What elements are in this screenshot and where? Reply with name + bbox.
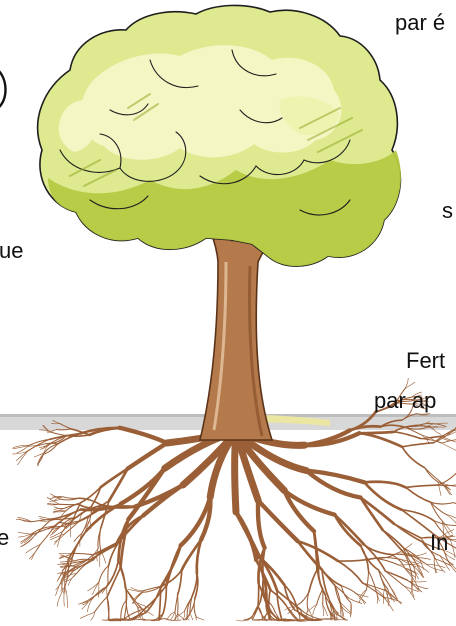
root-segment	[431, 502, 454, 504]
root-segment	[128, 443, 167, 469]
root-segment	[406, 488, 431, 503]
root-segment	[394, 524, 421, 538]
root-segment	[197, 617, 204, 620]
root-segment	[402, 447, 425, 468]
label-fert-line2: par ap	[374, 388, 436, 413]
root-segment	[338, 561, 363, 583]
root-segment	[175, 595, 178, 612]
root-segment	[391, 554, 405, 568]
root-segment	[359, 433, 402, 447]
root-segment	[309, 569, 317, 591]
root-segment	[319, 565, 335, 585]
root-segment	[440, 556, 450, 571]
root-segment	[277, 591, 282, 620]
root-segment	[385, 571, 409, 581]
root-segment	[99, 565, 109, 582]
bracket-mark	[0, 70, 6, 108]
root-segment	[236, 512, 259, 557]
root-segment	[64, 586, 65, 606]
root-segment	[335, 515, 361, 546]
label-left-mid: ue	[0, 238, 23, 263]
label-top-right: par é	[395, 10, 445, 35]
root-segment	[385, 588, 389, 603]
label-right-mid: s	[442, 198, 453, 223]
root-segment	[383, 530, 404, 553]
root-segment	[383, 530, 404, 548]
root-segment	[317, 589, 323, 604]
root-segment	[108, 565, 109, 582]
root-segment	[94, 597, 107, 613]
canopy	[38, 5, 401, 266]
root-segment	[402, 510, 434, 521]
root-segment	[237, 620, 249, 621]
root-segment	[379, 570, 385, 588]
root-segment	[442, 443, 456, 451]
root-segment	[341, 586, 351, 603]
root-segment	[409, 581, 426, 582]
root-segment	[63, 497, 79, 499]
root-segment	[364, 482, 406, 488]
root-segment	[425, 468, 442, 483]
root-segment	[235, 432, 236, 512]
root-segment	[175, 612, 176, 620]
root-segment	[80, 612, 94, 618]
root-segment	[361, 498, 383, 531]
label-fert-line1: Fert	[406, 348, 445, 373]
root-segment	[54, 507, 64, 509]
root-segment	[404, 586, 415, 600]
root-segment	[51, 432, 67, 435]
root-segment	[284, 491, 314, 532]
root-segment	[406, 485, 438, 487]
root-segment	[88, 582, 99, 591]
root-segment	[26, 544, 41, 553]
root-segment	[404, 586, 419, 592]
root-segment	[361, 498, 395, 524]
label-right-bottom: In	[430, 530, 448, 555]
root-segment	[194, 599, 196, 617]
root-segment	[402, 443, 434, 447]
root-segment	[56, 580, 62, 595]
root-segment	[72, 553, 93, 554]
root-segment	[120, 428, 167, 443]
root-segment	[167, 612, 175, 620]
root-segment	[258, 583, 259, 606]
root-segment	[65, 586, 67, 608]
root-segment	[399, 565, 415, 573]
label-left-bottom: e	[0, 525, 9, 550]
root-segment	[175, 611, 185, 618]
root-segment	[335, 515, 365, 545]
